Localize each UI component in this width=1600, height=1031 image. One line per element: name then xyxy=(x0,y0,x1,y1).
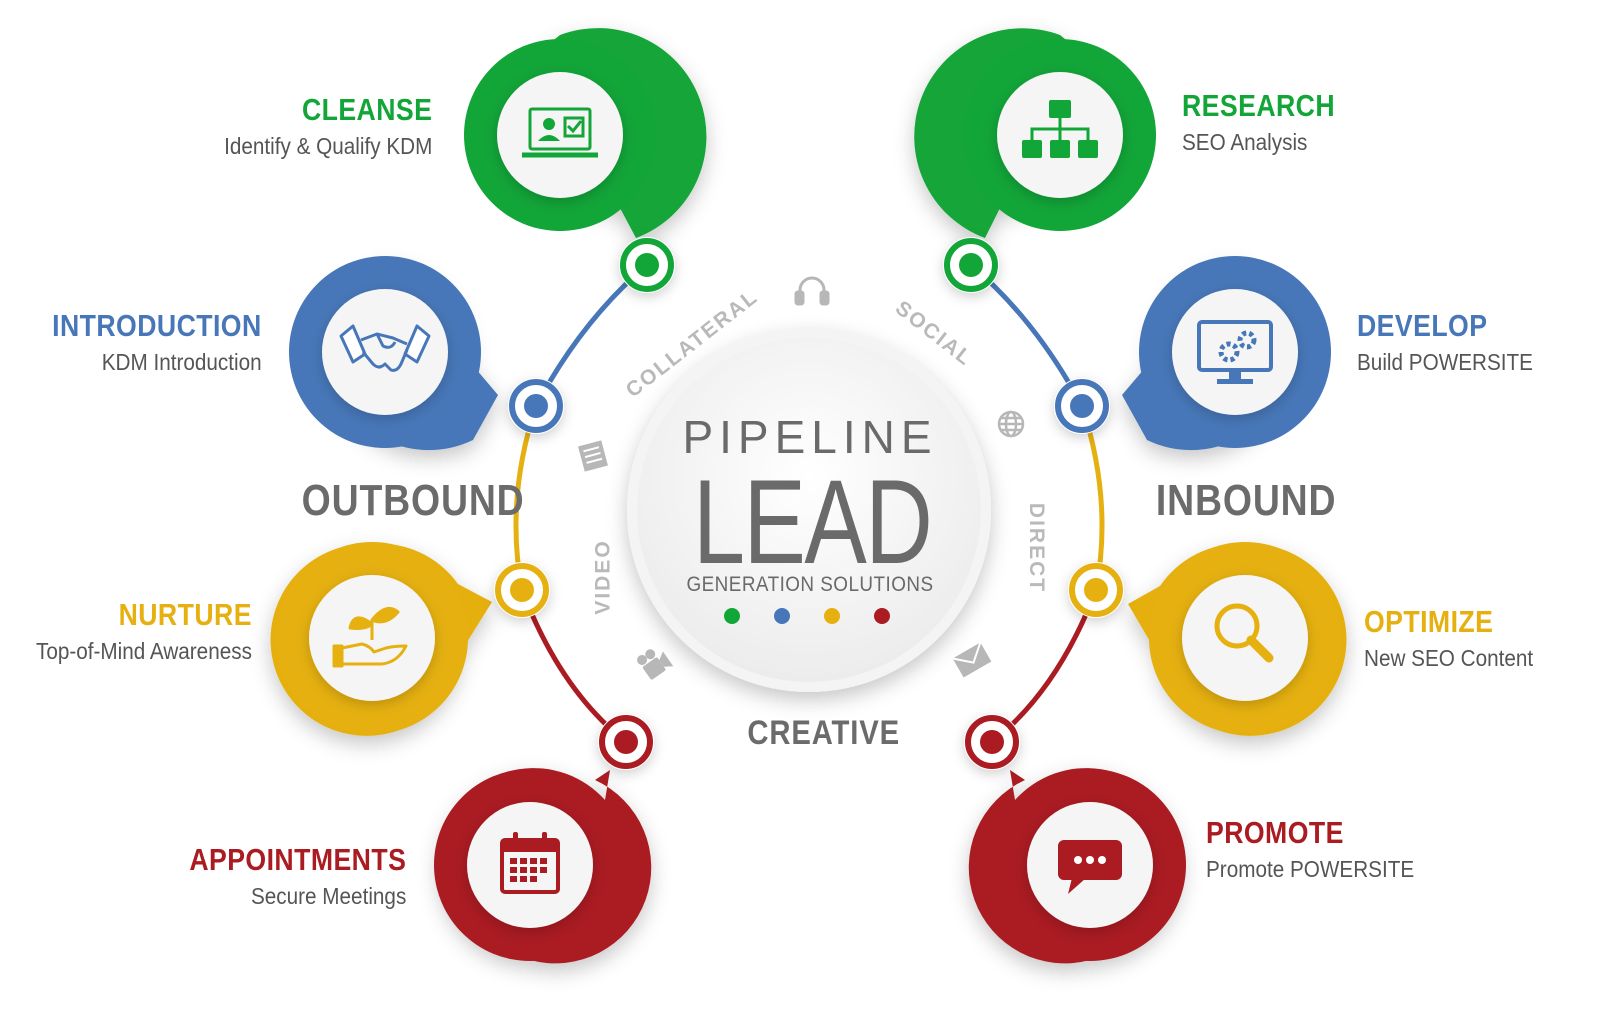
ring-word-video: VIDEO xyxy=(591,539,615,615)
node-research xyxy=(943,237,999,293)
develop-subtitle: Build POWERSITE xyxy=(1357,349,1533,375)
ring-word-direct: DIRECT xyxy=(1025,502,1049,594)
optimize-subtitle: New SEO Content xyxy=(1364,645,1534,671)
sitemap-icon xyxy=(1022,100,1098,158)
optimize-label: OPTIMIZE New SEO Content xyxy=(1364,606,1552,670)
node-introduction xyxy=(508,378,564,434)
promote-title: PROMOTE xyxy=(1206,815,1344,850)
green-dot xyxy=(724,608,740,624)
appointments-label: APPOINTMENTS Secure Meetings xyxy=(154,844,406,908)
cleanse-subtitle: Identify & Qualify KDM xyxy=(223,133,432,159)
introduction-bubble xyxy=(289,256,498,451)
appointments-subtitle: Secure Meetings xyxy=(250,883,406,909)
center-lead-text: LEAD xyxy=(693,455,933,589)
node-optimize xyxy=(1068,562,1124,618)
inbound-heading: INBOUND xyxy=(1155,476,1337,525)
node-promote xyxy=(964,714,1020,770)
research-title: RESEARCH xyxy=(1182,88,1336,123)
envelope-icon xyxy=(952,642,992,678)
cleanse-title: CLEANSE xyxy=(301,92,432,127)
introduction-title: INTRODUCTION xyxy=(52,308,262,343)
center-generation-solutions-text: GENERATION SOLUTIONS xyxy=(686,573,934,596)
promote-label: PROMOTE Promote POWERSITE xyxy=(1206,817,1437,881)
nurture-title: NURTURE xyxy=(118,597,252,632)
cleanse-bubble xyxy=(464,28,707,238)
cleanse-label: CLEANSE Identify & Qualify KDM xyxy=(201,94,432,158)
introduction-subtitle: KDM Introduction xyxy=(102,349,262,375)
node-appointments xyxy=(598,714,654,770)
globe-icon xyxy=(997,410,1025,438)
center-pipeline-text: PIPELINE xyxy=(682,411,938,463)
optimize-bubble xyxy=(1128,542,1347,736)
develop-bubble xyxy=(1122,256,1331,451)
research-bubble xyxy=(914,28,1156,238)
handshake-icon xyxy=(339,324,431,372)
nurture-bubble xyxy=(270,542,492,736)
nurture-label: NURTURE Top-of-Mind Awareness xyxy=(12,599,252,663)
newspaper-icon xyxy=(578,440,608,472)
hand-plant-icon xyxy=(332,606,408,668)
outbound-heading: OUTBOUND xyxy=(301,476,525,525)
monitor-gears-icon xyxy=(1197,320,1273,384)
red-dot xyxy=(874,608,890,624)
chat-bubble-icon xyxy=(1058,840,1122,894)
laptop-profile-check-icon xyxy=(522,107,598,158)
appointments-bubble xyxy=(434,768,652,964)
introduction-label: INTRODUCTION KDM Introduction xyxy=(18,310,262,374)
nurture-subtitle: Top-of-Mind Awareness xyxy=(36,638,252,664)
node-cleanse xyxy=(619,237,675,293)
creative-heading: CREATIVE xyxy=(747,714,900,752)
headphones-icon xyxy=(794,276,830,306)
develop-label: DEVELOP Build POWERSITE xyxy=(1357,310,1553,374)
research-subtitle: SEO Analysis xyxy=(1182,129,1308,155)
calendar-icon xyxy=(500,832,560,894)
magnifier-icon xyxy=(1214,603,1274,663)
video-camera-icon xyxy=(637,649,674,680)
develop-title: DEVELOP xyxy=(1357,308,1488,343)
node-develop xyxy=(1054,378,1110,434)
promote-subtitle: Promote POWERSITE xyxy=(1206,856,1415,882)
appointments-title: APPOINTMENTS xyxy=(189,842,406,877)
blue-dot xyxy=(774,608,790,624)
optimize-title: OPTIMIZE xyxy=(1364,604,1494,639)
center-disc xyxy=(637,338,981,682)
yellow-dot xyxy=(824,608,840,624)
research-label: RESEARCH SEO Analysis xyxy=(1182,90,1360,154)
node-nurture xyxy=(494,562,550,618)
